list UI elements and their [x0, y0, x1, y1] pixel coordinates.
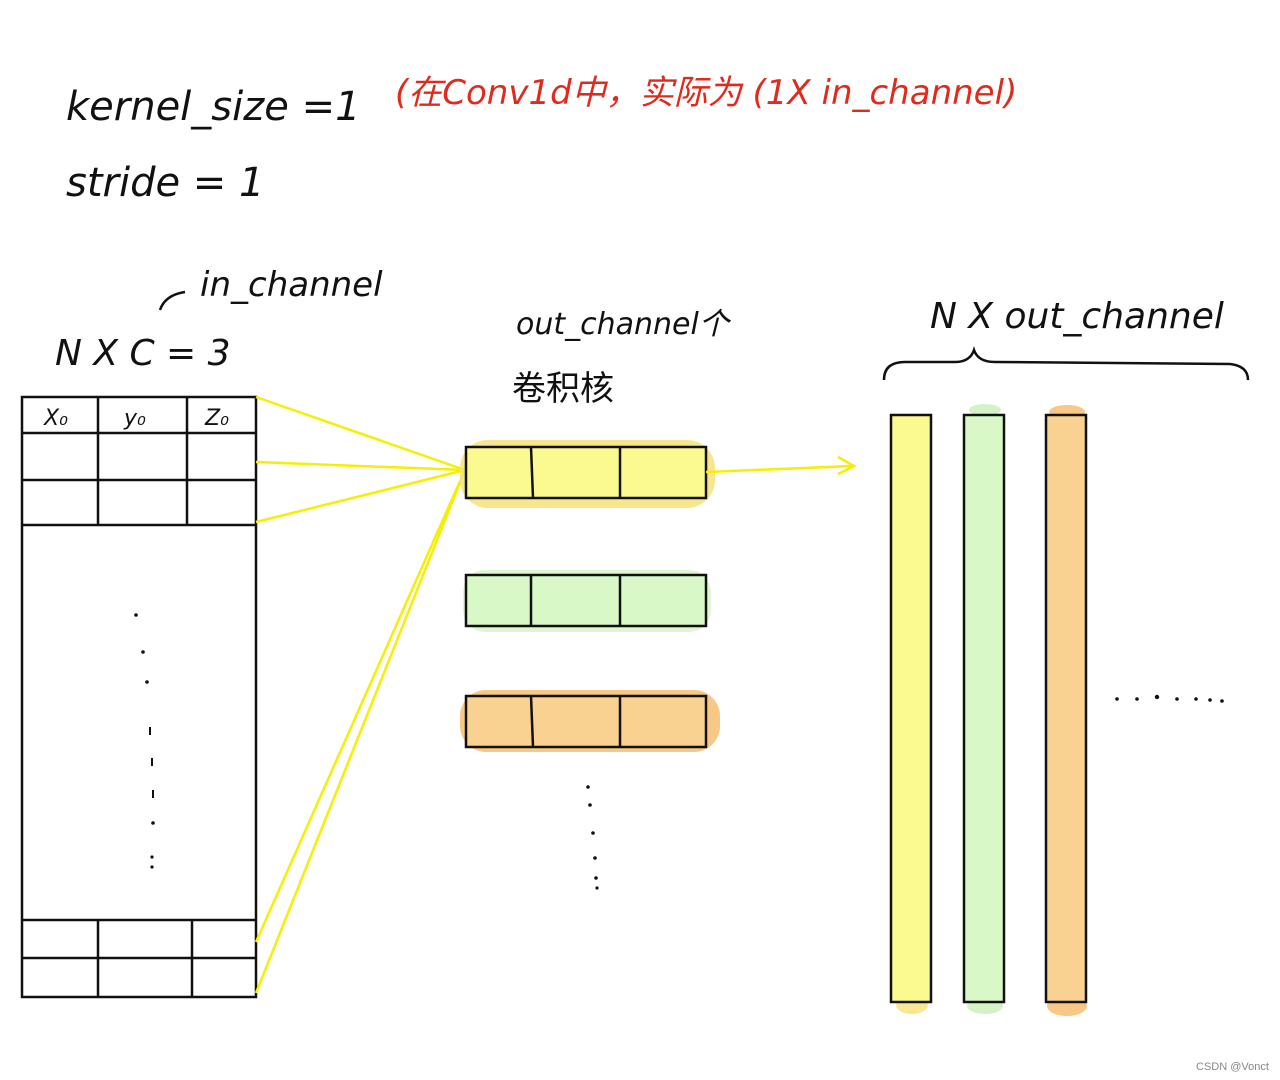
- kernel-1-body: [464, 445, 708, 500]
- matrix-ellipsis: [134, 613, 155, 869]
- connector-lines: [254, 395, 467, 994]
- output-col-1: [889, 413, 933, 1014]
- input-shape-label: N X C = 3: [55, 333, 231, 374]
- output-col-3-body: [1044, 413, 1088, 1004]
- kernel-2-body: [464, 573, 708, 628]
- output-shape-label: N X out_channel: [930, 296, 1224, 337]
- in-channel-label: in_channel: [200, 265, 383, 305]
- kernel-note: (在Conv1d中，实际为 (1X in_channel): [395, 73, 1017, 113]
- stride-label: stride = 1: [66, 160, 264, 206]
- output-col-2: [962, 404, 1006, 1014]
- kernels-count-label: out_channel个: [516, 307, 732, 342]
- output-arrow: [705, 455, 857, 476]
- output-ellipsis: [1115, 694, 1224, 703]
- kernel-1: [460, 440, 715, 508]
- kernel-size-label: kernel_size =1: [66, 84, 361, 130]
- output-col-3: [1044, 405, 1088, 1016]
- kernel-2: [463, 570, 711, 632]
- watermark: CSDN @Vonct: [1196, 1061, 1269, 1073]
- kernels-label: 卷积核: [512, 369, 614, 409]
- header-cell-y0: y₀: [123, 406, 146, 431]
- in-channel-pointer: [158, 290, 186, 311]
- output-col-2-body: [962, 413, 1006, 1004]
- input-matrix: [20, 395, 258, 999]
- header-cell-z0: Z₀: [204, 406, 229, 431]
- header-cell-x0: X₀: [43, 406, 68, 431]
- output-col-1-body: [889, 413, 933, 1004]
- kernel-3: [460, 690, 720, 752]
- kernel-3-body: [464, 694, 708, 749]
- kernel-ellipsis: [586, 785, 599, 890]
- output-brace: [882, 346, 1250, 381]
